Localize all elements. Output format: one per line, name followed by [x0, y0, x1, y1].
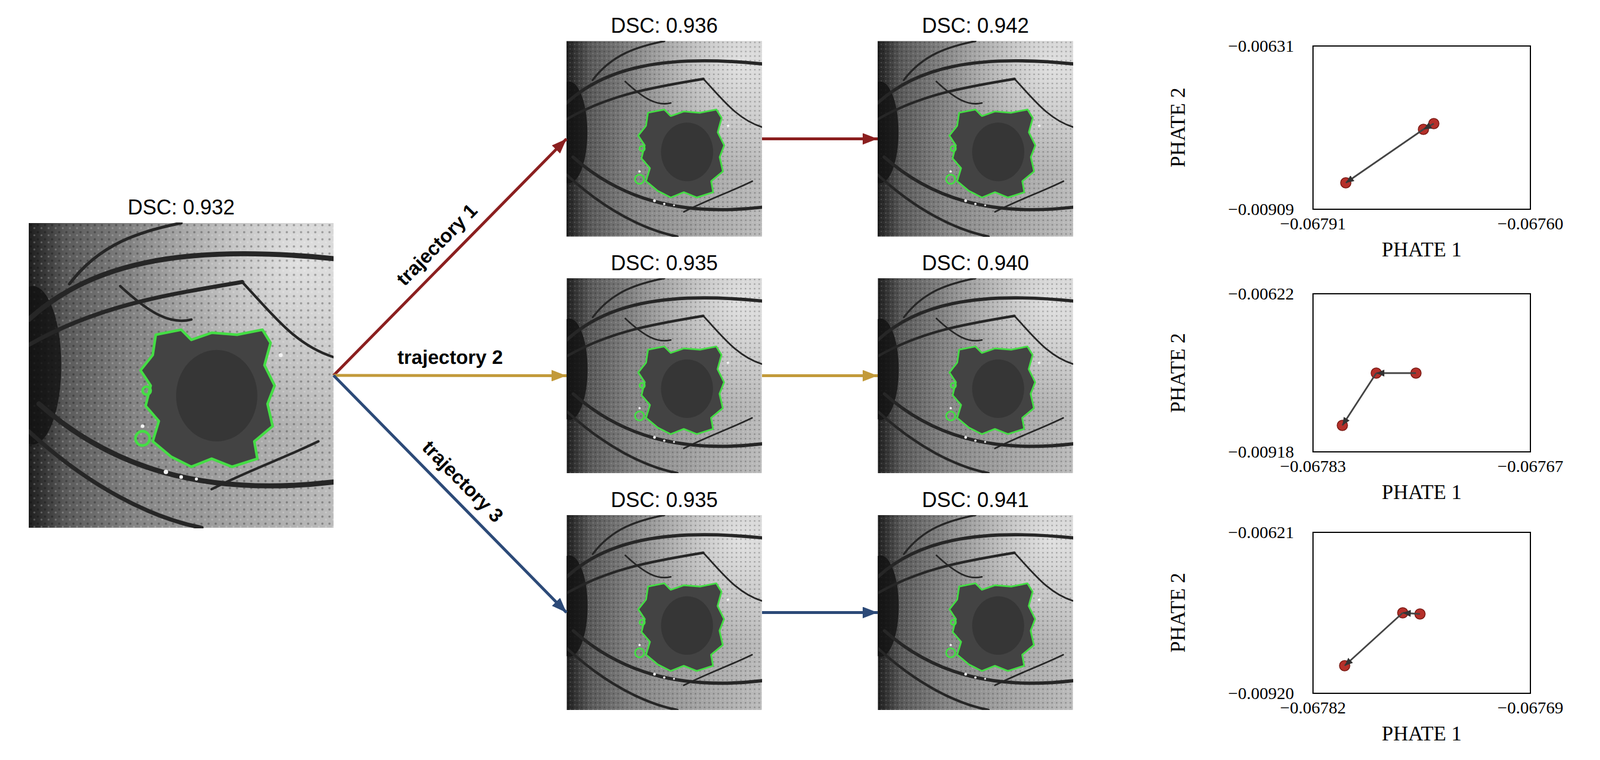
trajectory-step [1344, 613, 1403, 666]
trajectory-arrow [762, 374, 878, 378]
fundus-image [862, 515, 1073, 711]
axis-label: PHATE 2 [1166, 332, 1190, 413]
tick-label: −0.00621 [1228, 522, 1295, 543]
fundus-image [550, 515, 762, 711]
dsc-score: DSC: 0.935 [610, 488, 718, 512]
image-panel: DSC: 0.935 [566, 278, 763, 474]
tick-label: −0.06769 [1497, 698, 1564, 719]
trajectory-label: trajectory 3 [418, 435, 508, 527]
fundus-image [4, 223, 334, 528]
tick-label: −0.06791 [1280, 213, 1346, 235]
fundus-image [550, 41, 763, 237]
dsc-score: DSC: 0.942 [921, 13, 1029, 38]
plot-3 [1313, 532, 1531, 694]
tick-label: −0.06782 [1280, 698, 1346, 719]
trajectory-step [1423, 123, 1434, 130]
fundus-image [862, 41, 1074, 237]
tick-label: −0.06767 [1497, 456, 1564, 477]
heading-stack: DSC: 0.941 [921, 488, 1029, 512]
trajectory-label: trajectory 2 [397, 346, 503, 369]
image-panel: DSC: 0.941 [877, 515, 1074, 711]
dsc-score: DSC: 0.932 [127, 195, 235, 220]
tick-label: −0.00622 [1228, 284, 1295, 305]
heading-stack: DSC: 0.942 [921, 13, 1029, 38]
axis-label: PHATE 1 [1381, 480, 1462, 505]
fundus-image [550, 278, 762, 474]
plot-frame [1313, 532, 1531, 694]
trajectory-arrow [333, 374, 567, 378]
dsc-score: DSC: 0.936 [610, 13, 718, 38]
axis-label: PHATE 2 [1166, 572, 1190, 653]
fundus-image [862, 278, 1073, 474]
axis-label: PHATE 1 [1381, 722, 1462, 746]
trajectory-step [1376, 372, 1416, 375]
plot-2 [1313, 293, 1531, 453]
plot-frame [1313, 293, 1531, 453]
image-panel: DSC: 0.935 [566, 515, 763, 711]
heading-stack: DSC: 0.935 [610, 488, 718, 512]
trajectory-arrow [333, 139, 567, 377]
plot-1 [1313, 46, 1531, 210]
tick-label: −0.06760 [1497, 213, 1564, 235]
image-panel: DSC: 0.932 [28, 222, 334, 529]
dsc-score: DSC: 0.935 [610, 251, 718, 275]
tick-label: −0.00631 [1228, 36, 1295, 57]
image-panel: DSC: 0.942 [877, 40, 1074, 237]
dsc-score: DSC: 0.941 [921, 488, 1029, 512]
trajectory-arrow [762, 611, 878, 615]
trajectory-arrow [333, 375, 567, 614]
dsc-score: DSC: 0.940 [921, 251, 1029, 275]
trajectory-arrow [762, 137, 878, 141]
heading-stack: DSC: 0.936 [610, 13, 718, 38]
heading-stack: DSC: 0.940 [921, 251, 1029, 275]
image-panel: DSC: 0.936 [566, 40, 763, 237]
trajectory-step [1345, 129, 1424, 183]
plot-frame [1313, 46, 1531, 210]
tick-label: −0.06783 [1280, 456, 1346, 477]
heading-stack: DSC: 0.932 [127, 195, 235, 220]
axis-label: PHATE 2 [1166, 87, 1190, 168]
trajectory-step [1342, 373, 1377, 426]
image-panel: DSC: 0.940 [877, 278, 1074, 474]
trajectory-step [1402, 613, 1420, 615]
heading-stack: DSC: 0.935 [610, 251, 718, 275]
axis-label: PHATE 1 [1381, 238, 1462, 262]
trajectory-label: trajectory 1 [392, 198, 482, 290]
